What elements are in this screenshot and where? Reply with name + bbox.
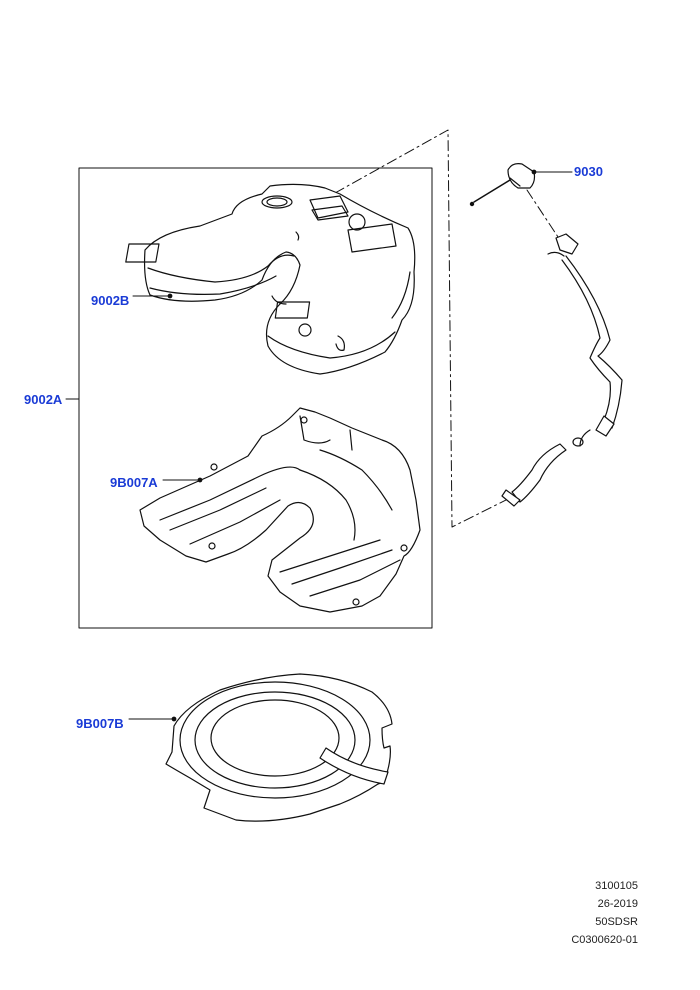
callout-9002B[interactable]: 9002B (91, 293, 130, 308)
reference-line-4: C0300620-01 (571, 934, 638, 946)
skid-plate-upper (139, 407, 421, 613)
reference-line-2: 26-2019 (597, 898, 638, 910)
heat-shield (165, 673, 393, 822)
dash-dot-leader-cap (526, 189, 561, 241)
assembly-frame (78, 167, 433, 629)
filler-pipe (501, 233, 623, 507)
callout-9B007B[interactable]: 9B007B (76, 716, 124, 731)
dash-dot-leader (334, 129, 513, 528)
filler-cap (469, 163, 536, 207)
fuel-tank (125, 183, 416, 375)
callout-9B007A[interactable]: 9B007A (110, 475, 158, 490)
callout-9002A[interactable]: 9002A (24, 392, 63, 407)
callout-9030[interactable]: 9030 (574, 164, 603, 179)
reference-line-1: 3100105 (595, 880, 638, 892)
reference-line-3: 50SDSR (595, 916, 638, 928)
